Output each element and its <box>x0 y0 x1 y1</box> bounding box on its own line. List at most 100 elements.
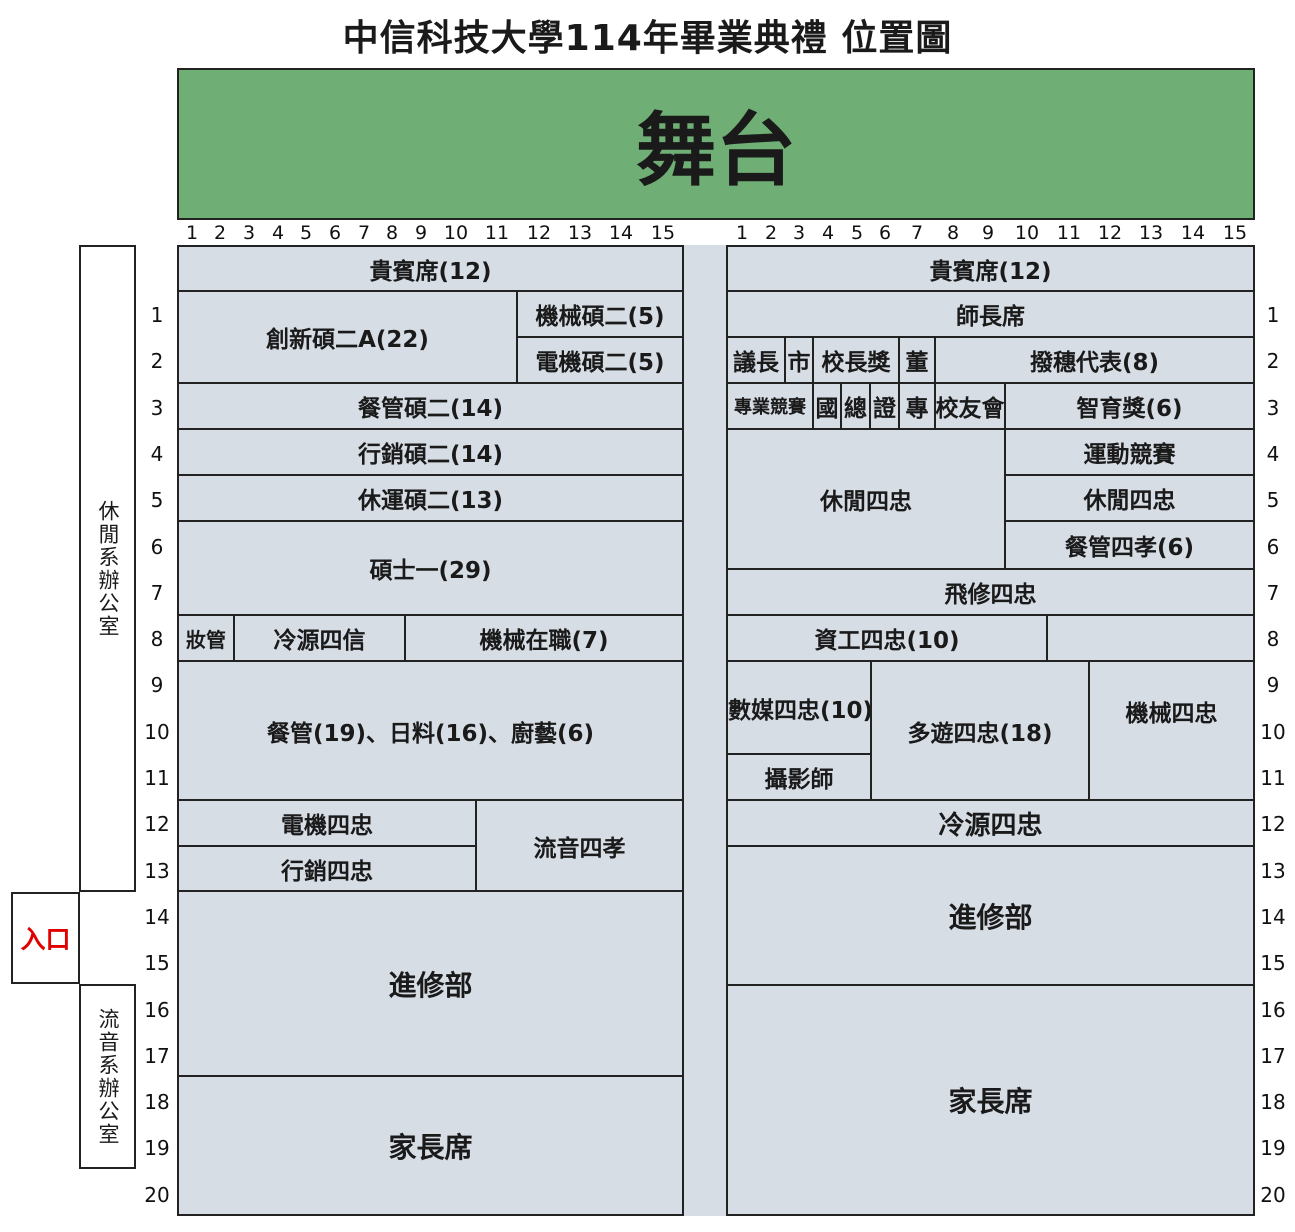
right-row-number: 12 <box>1260 812 1286 837</box>
right-photographer: 攝影師 <box>726 753 872 801</box>
left-column-number: 15 <box>650 222 676 244</box>
left-leisure-sport-master2: 休運碩二(13) <box>177 474 684 522</box>
right-row-number: 15 <box>1260 951 1286 976</box>
right-alumni-assoc: 校友會 <box>934 382 1006 430</box>
right-zheng: 證 <box>869 382 900 430</box>
left-row-number: 11 <box>144 766 170 790</box>
right-column-number: 15 <box>1222 222 1248 244</box>
left-marketing-4zhong: 行銷四忠 <box>177 845 477 892</box>
right-aero-4zhong: 飛修四忠 <box>726 568 1255 616</box>
left-column-number: 14 <box>608 222 634 244</box>
right-row-number: 1 <box>1266 303 1280 327</box>
left-row-number: 5 <box>150 488 164 513</box>
right-academic-award: 智育獎(6) <box>1004 382 1255 430</box>
left-column-number: 7 <box>357 222 371 244</box>
right-empty-row8 <box>1046 614 1255 662</box>
right-board: 董 <box>898 336 936 384</box>
right-cooling-4zhong: 冷源四忠 <box>726 799 1255 847</box>
right-president-award: 校長獎 <box>812 336 900 384</box>
right-row-number: 5 <box>1266 488 1280 513</box>
right-column-number: 5 <box>850 222 864 244</box>
left-column-number: 10 <box>443 222 469 244</box>
left-row-number: 4 <box>150 441 164 466</box>
left-food-programs: 餐管(19)、日料(16)、廚藝(6) <box>177 660 684 801</box>
right-row-number: 16 <box>1260 997 1286 1022</box>
right-row-number: 20 <box>1260 1182 1286 1207</box>
left-parents-seats: 家長席 <box>177 1075 684 1216</box>
right-row-number: 13 <box>1260 858 1286 883</box>
right-column-number: 12 <box>1097 222 1123 244</box>
left-cosmetics: 妝管 <box>177 614 235 662</box>
right-column-number: 8 <box>946 222 960 244</box>
left-master1: 碩士一(29) <box>177 520 684 616</box>
left-mech-inservice: 機械在職(7) <box>404 614 684 662</box>
right-row-number: 19 <box>1260 1136 1286 1161</box>
left-music-4xiao: 流音四孝 <box>475 799 684 892</box>
left-column-number: 1 <box>185 222 199 244</box>
left-mech-master2: 機械碩二(5) <box>516 290 684 338</box>
right-row-number: 17 <box>1260 1043 1286 1068</box>
right-row-number: 10 <box>1260 719 1286 744</box>
right-cs-4zhong: 資工四忠(10) <box>726 614 1048 662</box>
left-column-number: 12 <box>526 222 552 244</box>
left-row-number: 18 <box>144 1090 170 1115</box>
left-marketing-master2: 行銷碩二(14) <box>177 428 684 476</box>
left-row-number: 13 <box>144 858 170 883</box>
entrance: 入口 <box>11 892 80 984</box>
right-professional-competition: 專業競賽 <box>726 382 814 430</box>
left-elec-master2: 電機碩二(5) <box>516 336 684 384</box>
left-column-number: 13 <box>567 222 593 244</box>
left-row-number: 6 <box>150 534 164 559</box>
left-column-number: 2 <box>213 222 227 244</box>
right-vip-seats: 貴賓席(12) <box>726 245 1255 292</box>
left-row-number: 10 <box>144 719 170 744</box>
left-row-number: 14 <box>144 904 170 929</box>
right-column-number: 3 <box>792 222 806 244</box>
left-row-number: 8 <box>150 627 164 652</box>
music-dept-office: 流音系辦公室 <box>79 984 136 1169</box>
stage: 舞台 <box>177 68 1255 220</box>
right-row-number: 2 <box>1266 349 1280 374</box>
right-guo: 國 <box>812 382 842 430</box>
left-row-number: 19 <box>144 1136 170 1161</box>
right-mayor: 市 <box>784 336 814 384</box>
right-column-number: 13 <box>1138 222 1164 244</box>
left-row-number: 17 <box>144 1043 170 1068</box>
right-leisure-4zhong-a: 休閒四忠 <box>726 428 1006 570</box>
right-zhuan: 專 <box>898 382 936 430</box>
left-continuing-ed: 進修部 <box>177 890 684 1077</box>
right-mech-4zhong: 機械四忠 <box>1088 660 1255 801</box>
left-row-number: 15 <box>144 951 170 976</box>
page-title: 中信科技大學114年畢業典禮 位置圖 <box>342 18 953 59</box>
right-row-number: 9 <box>1266 673 1280 698</box>
left-column-number: 9 <box>414 222 428 244</box>
right-row-number: 3 <box>1266 395 1280 420</box>
right-row-number: 11 <box>1260 766 1286 790</box>
right-digital-media-4zhong: 數媒四忠(10) <box>726 660 872 755</box>
left-row-number: 2 <box>150 349 164 374</box>
right-column-number: 4 <box>821 222 835 244</box>
right-column-number: 1 <box>735 222 749 244</box>
left-row-number: 20 <box>144 1182 170 1207</box>
right-row-number: 4 <box>1266 441 1280 466</box>
right-council-speaker: 議長 <box>726 336 786 384</box>
right-restaurant-4xiao: 餐管四孝(6) <box>1004 520 1255 570</box>
right-column-number: 14 <box>1180 222 1206 244</box>
right-parents-seats: 家長席 <box>726 984 1255 1216</box>
right-sports-competition: 運動競賽 <box>1004 428 1255 476</box>
left-column-number: 11 <box>484 222 510 244</box>
right-leisure-4zhong-b: 休閒四忠 <box>1004 474 1255 522</box>
left-elec-4zhong: 電機四忠 <box>177 799 477 847</box>
left-column-number: 4 <box>271 222 285 244</box>
left-cooling-4xin: 冷源四信 <box>233 614 406 662</box>
right-row-number: 14 <box>1260 904 1286 929</box>
left-row-number: 12 <box>144 812 170 837</box>
left-row-number: 1 <box>150 303 164 327</box>
left-row-number: 7 <box>150 580 164 605</box>
left-column-number: 5 <box>299 222 313 244</box>
right-column-number: 10 <box>1014 222 1040 244</box>
leisure-dept-office: 休閒系辦公室 <box>79 245 136 892</box>
right-column-number: 11 <box>1056 222 1082 244</box>
left-row-number: 16 <box>144 997 170 1022</box>
right-column-number: 2 <box>764 222 778 244</box>
